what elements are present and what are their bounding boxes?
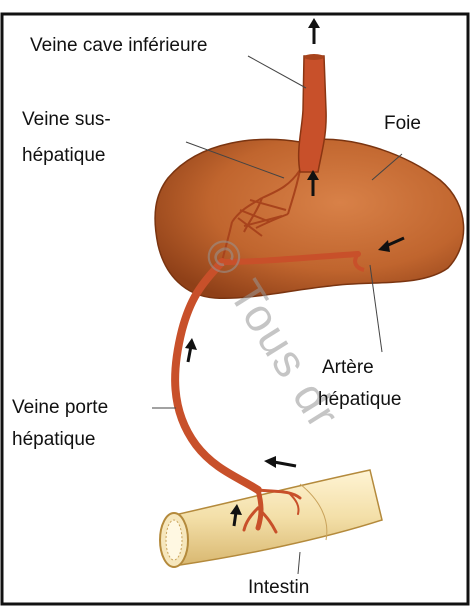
label-portal-vein-line2: hépatique (12, 428, 95, 452)
label-portal-vein-line1: Veine porte (12, 396, 108, 420)
arrow-up-top (308, 18, 320, 44)
intestine (170, 470, 382, 565)
label-intestine: Intestin (248, 576, 309, 600)
label-vena-cava: Veine cave inférieure (30, 34, 207, 58)
arrow-left-intestine (264, 456, 296, 468)
vena-cava (299, 56, 326, 172)
label-hepatic-vein-line1: Veine sus- (22, 108, 111, 132)
label-hepatic-artery-line2: hépatique (318, 388, 401, 412)
arrow-up-portal (185, 338, 197, 362)
label-hepatic-vein-line2: hépatique (22, 144, 105, 168)
label-hepatic-artery-line1: Artère (322, 356, 374, 380)
label-liver: Foie (384, 112, 421, 136)
top-cut-text-strip (0, 0, 470, 10)
